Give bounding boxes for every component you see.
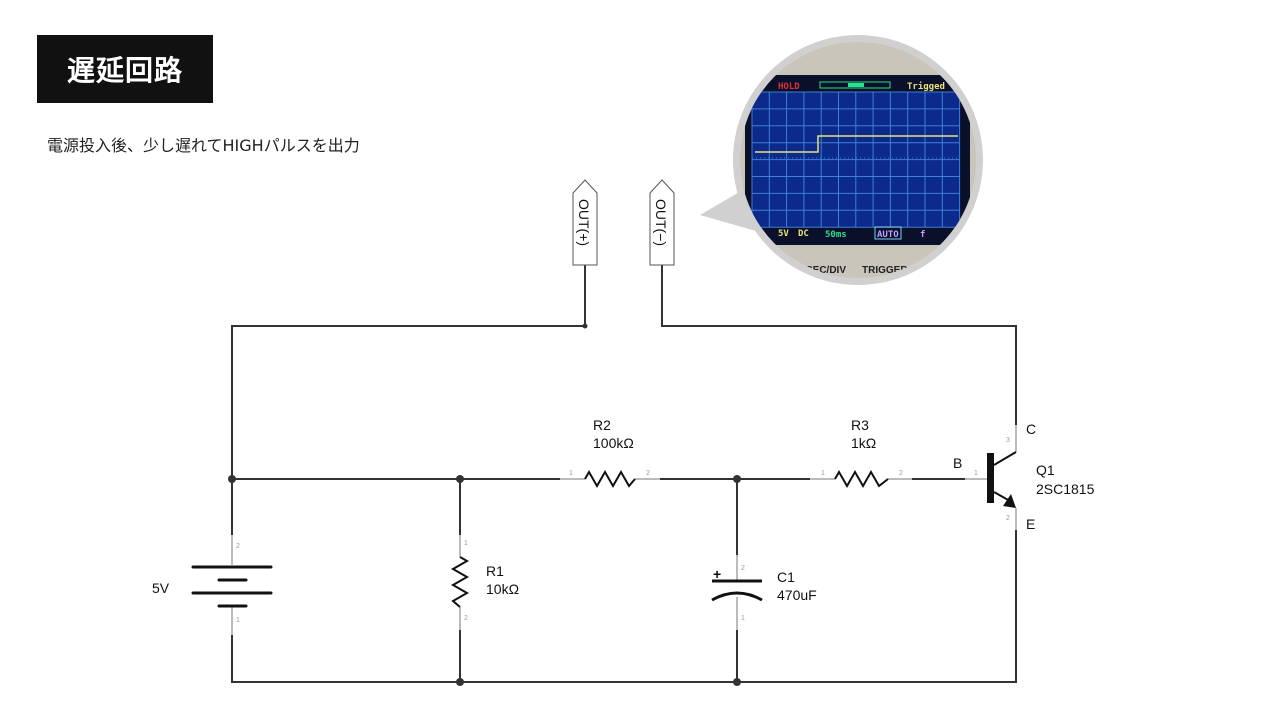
- scope-panel-secdiv: SEC/DIV: [806, 265, 846, 276]
- oscilloscope-callout: Trigged 50ms AUTO f SEC/DIV TRIGGER HOLD…: [700, 35, 983, 285]
- scope-position-bar: [819, 81, 891, 89]
- svg-text:1: 1: [569, 470, 573, 477]
- scope-panel-trigger: TRIGGER: [862, 265, 908, 276]
- r3-value: 1kΩ: [851, 435, 876, 451]
- svg-text:2: 2: [646, 470, 650, 477]
- svg-text:3: 3: [1006, 437, 1010, 444]
- scope-timebase: 50ms: [825, 230, 847, 240]
- r1-resistor: [450, 556, 470, 608]
- scope-edge: f: [920, 230, 925, 240]
- subtitle: 電源投入後、少し遅れてHIGHパルスを出力: [47, 136, 360, 155]
- r3-resistor: [834, 469, 889, 489]
- r2-value: 100kΩ: [593, 435, 634, 451]
- out-minus-label: OUT(−): [653, 199, 669, 246]
- scope-trace: [755, 135, 958, 153]
- svg-text:1: 1: [236, 617, 240, 624]
- pin-leads: [231, 425, 1017, 635]
- svg-text:2: 2: [236, 543, 240, 550]
- svg-text:1: 1: [821, 470, 825, 477]
- junction-dots: [228, 323, 741, 686]
- scope-mode: AUTO: [877, 230, 899, 240]
- r3-name: R3: [851, 417, 869, 433]
- svg-text:2: 2: [464, 615, 468, 622]
- q1-name: Q1: [1036, 462, 1055, 478]
- page-title: 遅延回路: [37, 35, 213, 103]
- r1-value: 10kΩ: [486, 581, 519, 597]
- q1-emitter-label: E: [1026, 516, 1035, 532]
- svg-text:1: 1: [464, 540, 468, 547]
- connector-out-minus: OUT(−): [649, 179, 675, 266]
- svg-text:2: 2: [899, 470, 903, 477]
- c1-polarity: +: [713, 566, 721, 582]
- q1-value: 2SC1815: [1036, 481, 1095, 497]
- scope-grid: [751, 91, 961, 228]
- r1-name: R1: [486, 563, 504, 579]
- battery-value: 5V: [152, 580, 170, 596]
- c1-value: 470uF: [777, 587, 817, 603]
- q1-base-label: B: [953, 455, 962, 471]
- battery-symbol: [191, 565, 273, 608]
- scope-coupling: DC: [798, 229, 809, 239]
- svg-text:2: 2: [1006, 515, 1010, 522]
- out-plus-label: OUT(+): [576, 199, 592, 246]
- scope-status: Trigged: [907, 81, 945, 92]
- q1-transistor: [987, 451, 1017, 508]
- scope-hold: HOLD: [778, 82, 800, 92]
- r2-name: R2: [593, 417, 611, 433]
- svg-text:2: 2: [741, 565, 745, 572]
- svg-text:1: 1: [741, 615, 745, 622]
- scope-volts: 5V: [778, 229, 789, 239]
- svg-text:1: 1: [974, 470, 978, 477]
- c1-name: C1: [777, 569, 795, 585]
- connector-out-plus: OUT(+): [572, 179, 598, 266]
- r2-resistor: [584, 469, 636, 489]
- q1-collector-label: C: [1026, 421, 1036, 437]
- c1-capacitor: [711, 579, 763, 602]
